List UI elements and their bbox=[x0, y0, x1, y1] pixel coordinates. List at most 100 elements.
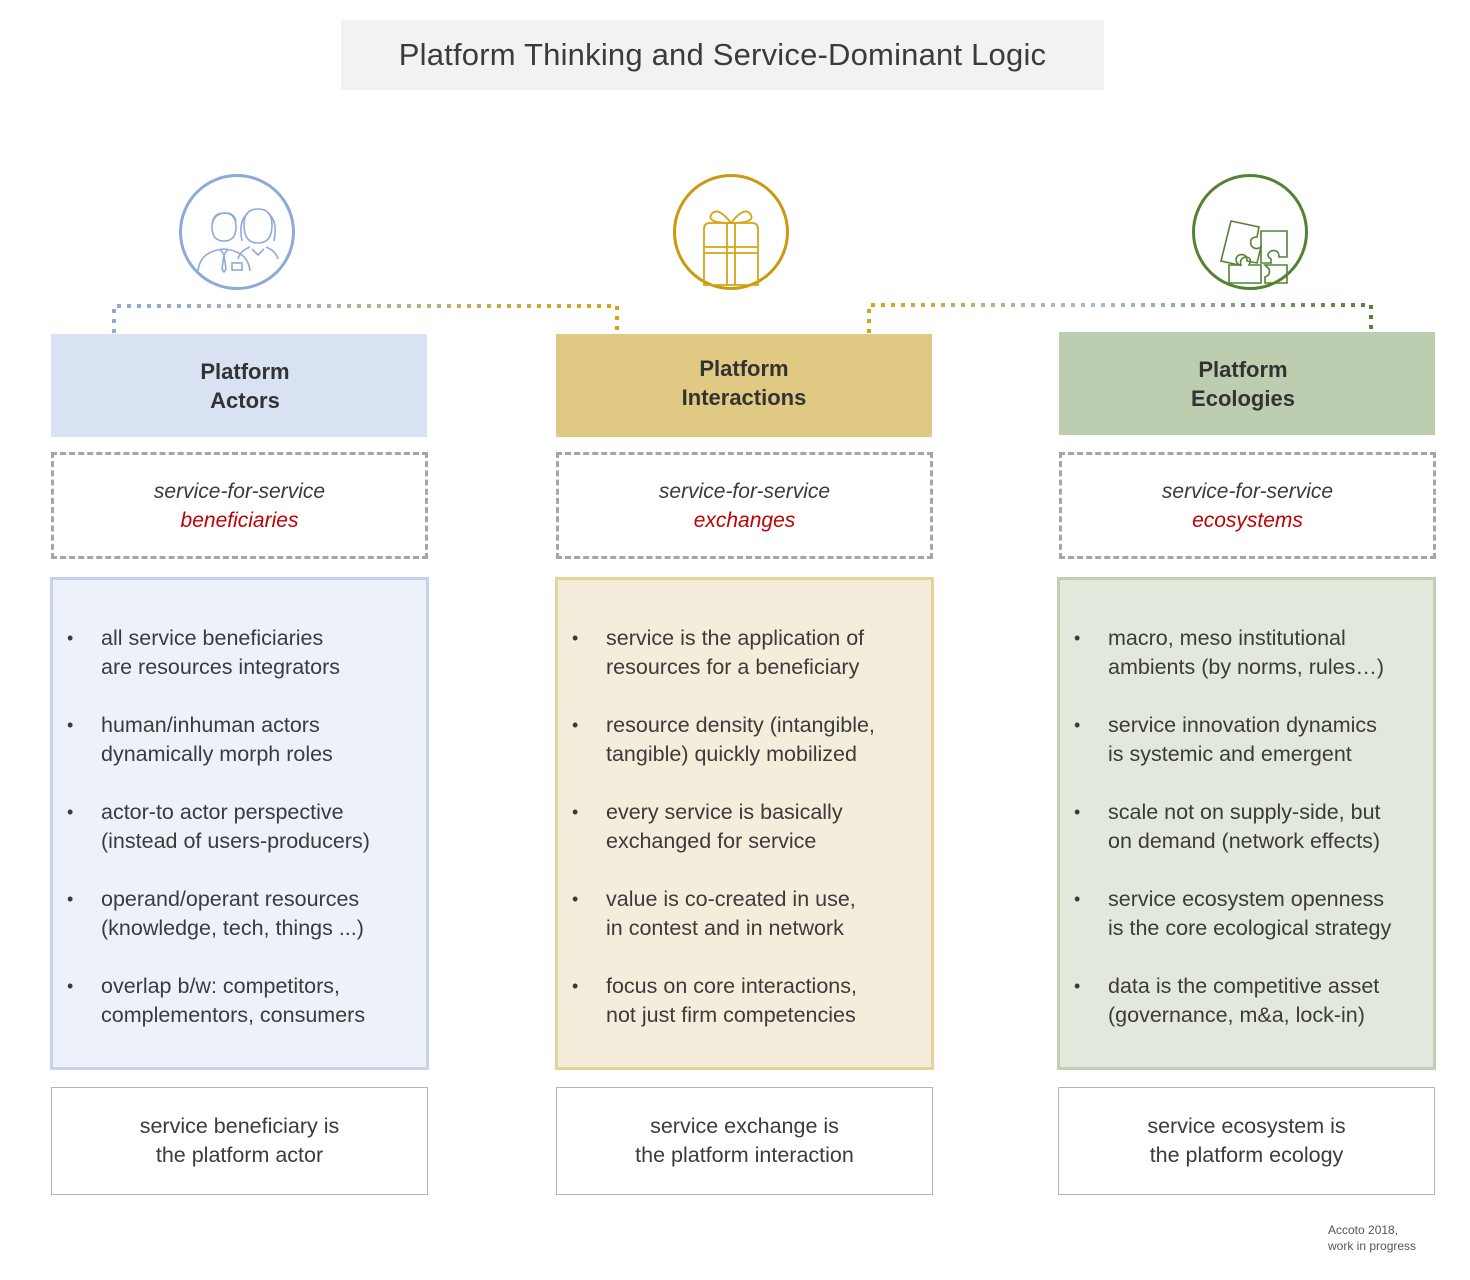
actors-subtitle-box: service-for-service beneficiaries bbox=[51, 452, 428, 559]
interactions-summary-line1: service exchange is bbox=[650, 1114, 839, 1138]
bullet-line: on demand (network effects) bbox=[1108, 829, 1381, 853]
actors-subtitle-highlight: beneficiaries bbox=[180, 508, 299, 532]
actors-subtitle-line1: service-for-service bbox=[153, 479, 326, 503]
ecologies-summary-line2: the platform ecology bbox=[1149, 1143, 1344, 1167]
ecologies-subtitle-highlight: ecosystems bbox=[1192, 508, 1303, 532]
interactions-bullet-panel: • service is the application of resources … bbox=[555, 577, 934, 1070]
bullet-line: actor-to actor perspective bbox=[101, 800, 344, 824]
bullet-line: is the core ecological strategy bbox=[1108, 916, 1392, 940]
bullet-line: all service beneficiaries bbox=[101, 626, 324, 650]
title-box: Platform Thinking and Service-Dominant L… bbox=[341, 20, 1104, 90]
ecologies-header-line2: Ecologies bbox=[1191, 385, 1295, 411]
bullet-line: are resources integrators bbox=[101, 655, 340, 679]
bullet-line: data is the competitive asset bbox=[1108, 974, 1380, 998]
bullet-icon: • bbox=[1074, 715, 1081, 735]
bullet-icon: • bbox=[1074, 802, 1081, 822]
puzzle-icon bbox=[1220, 220, 1288, 284]
interactions-icon-circle bbox=[673, 174, 789, 290]
ecologies-header: Platform Ecologies bbox=[1059, 332, 1435, 435]
bullet-icon: • bbox=[67, 976, 74, 996]
actors-summary-box: service beneficiary is the platform acto… bbox=[51, 1087, 428, 1195]
interactions-header-line1: Platform bbox=[699, 355, 789, 381]
interactions-header: Platform Interactions bbox=[556, 334, 932, 437]
list-item: • service is the application of resources … bbox=[570, 624, 921, 682]
bullet-line: operand/operant resources bbox=[101, 887, 360, 911]
interactions-header-line2: Interactions bbox=[681, 384, 807, 410]
gift-icon bbox=[703, 210, 759, 286]
bullet-line: resource density (intangible, bbox=[606, 713, 875, 737]
list-item: • scale not on supply-side, but on demand … bbox=[1072, 798, 1423, 856]
bullet-line: service ecosystem openness bbox=[1108, 887, 1385, 911]
bullet-icon: • bbox=[67, 715, 74, 735]
credit-line2: work in progress bbox=[1328, 1239, 1417, 1253]
bullet-icon: • bbox=[67, 889, 74, 909]
actors-summary-line2: the platform actor bbox=[155, 1143, 324, 1167]
ecologies-subtitle-box: service-for-service ecosystems bbox=[1059, 452, 1436, 559]
bullet-line: exchanged for service bbox=[606, 829, 817, 853]
list-item: • all service beneficiaries are resources … bbox=[65, 624, 416, 682]
bullet-line: complementors, consumers bbox=[101, 1003, 366, 1027]
bullet-line: human/inhuman actors bbox=[101, 713, 320, 737]
list-item: • focus on core interactions, not just fir… bbox=[570, 972, 921, 1030]
list-item: • overlap b/w: competitors, complementors,… bbox=[65, 972, 416, 1030]
ecologies-summary-box: service ecosystem is the platform ecolog… bbox=[1058, 1087, 1435, 1195]
bullet-icon: • bbox=[1074, 889, 1081, 909]
bullet-line: overlap b/w: competitors, bbox=[101, 974, 340, 998]
bullet-line: focus on core interactions, bbox=[606, 974, 857, 998]
actors-header-line2: Actors bbox=[210, 387, 280, 413]
ecologies-summary-line1: service ecosystem is bbox=[1147, 1114, 1346, 1138]
credit-line1: Accoto 2018, bbox=[1328, 1223, 1399, 1237]
bullet-icon: • bbox=[572, 715, 579, 735]
ecologies-subtitle-line1: service-for-service bbox=[1161, 479, 1334, 503]
bullet-line: service innovation dynamics bbox=[1108, 713, 1377, 737]
bullet-line: tangible) quickly mobilized bbox=[606, 742, 857, 766]
bullet-icon: • bbox=[572, 889, 579, 909]
bullet-line: ambients (by norms, rules…) bbox=[1108, 655, 1384, 679]
interactions-summary-box: service exchange is the platform interac… bbox=[556, 1087, 933, 1195]
list-item: • data is the competitive asset (governanc… bbox=[1072, 972, 1423, 1030]
list-item: • human/inhuman actors dynamically morph r… bbox=[65, 711, 416, 769]
list-item: • macro, meso institutional ambients (by n… bbox=[1072, 624, 1423, 682]
bullet-icon: • bbox=[572, 976, 579, 996]
bullet-line: (governance, m&a, lock-in) bbox=[1108, 1003, 1365, 1027]
actors-header: Platform Actors bbox=[51, 334, 427, 437]
bullet-line: value is co-created in use, bbox=[606, 887, 856, 911]
bullet-line: service is the application of bbox=[606, 626, 865, 650]
ecologies-header-line1: Platform bbox=[1198, 356, 1288, 382]
bullet-line: scale not on supply-side, but bbox=[1108, 800, 1381, 824]
list-item: • every service is basically exchanged for… bbox=[570, 798, 921, 856]
interactions-subtitle-line1: service-for-service bbox=[658, 479, 831, 503]
bullet-icon: • bbox=[67, 802, 74, 822]
actors-header-line1: Platform bbox=[200, 358, 290, 384]
actors-bullet-panel: • all service beneficiaries are resources … bbox=[50, 577, 429, 1070]
bullet-icon: • bbox=[1074, 628, 1081, 648]
bullet-line: (knowledge, tech, things ...) bbox=[101, 916, 364, 940]
bullet-line: resources for a beneficiary bbox=[606, 655, 860, 679]
interactions-summary-line2: the platform interaction bbox=[635, 1143, 854, 1167]
bullet-icon: • bbox=[67, 628, 74, 648]
bullet-icon: • bbox=[572, 802, 579, 822]
bullet-icon: • bbox=[572, 628, 579, 648]
bullet-line: dynamically morph roles bbox=[101, 742, 333, 766]
bullet-line: in contest and in network bbox=[606, 916, 844, 940]
list-item: • actor-to actor perspective (instead of u… bbox=[65, 798, 416, 856]
people-icon bbox=[197, 208, 279, 274]
bullet-icon: • bbox=[1074, 976, 1081, 996]
bullet-line: every service is basically bbox=[606, 800, 843, 824]
bullet-line: not just firm competencies bbox=[606, 1003, 856, 1027]
interactions-subtitle-highlight: exchanges bbox=[693, 508, 796, 532]
actors-summary-line1: service beneficiary is bbox=[139, 1114, 340, 1138]
interactions-subtitle-box: service-for-service exchanges bbox=[556, 452, 933, 559]
list-item: • operand/operant resources (knowledge, te… bbox=[65, 885, 416, 943]
actors-icon-circle bbox=[179, 174, 295, 290]
ecologies-bullet-panel: • macro, meso institutional ambients (by n… bbox=[1057, 577, 1436, 1070]
page-title: Platform Thinking and Service-Dominant L… bbox=[398, 37, 1047, 72]
list-item: • resource density (intangible, tangible) … bbox=[570, 711, 921, 769]
bullet-line: (instead of users-producers) bbox=[101, 829, 370, 853]
bullet-line: macro, meso institutional bbox=[1108, 626, 1346, 650]
list-item: • service ecosystem openness is the core e… bbox=[1072, 885, 1423, 943]
list-item: • value is co-created in use, in contest a… bbox=[570, 885, 921, 943]
credit-note: Accoto 2018, work in progress bbox=[1328, 1222, 1416, 1254]
ecologies-icon-circle bbox=[1192, 174, 1308, 290]
